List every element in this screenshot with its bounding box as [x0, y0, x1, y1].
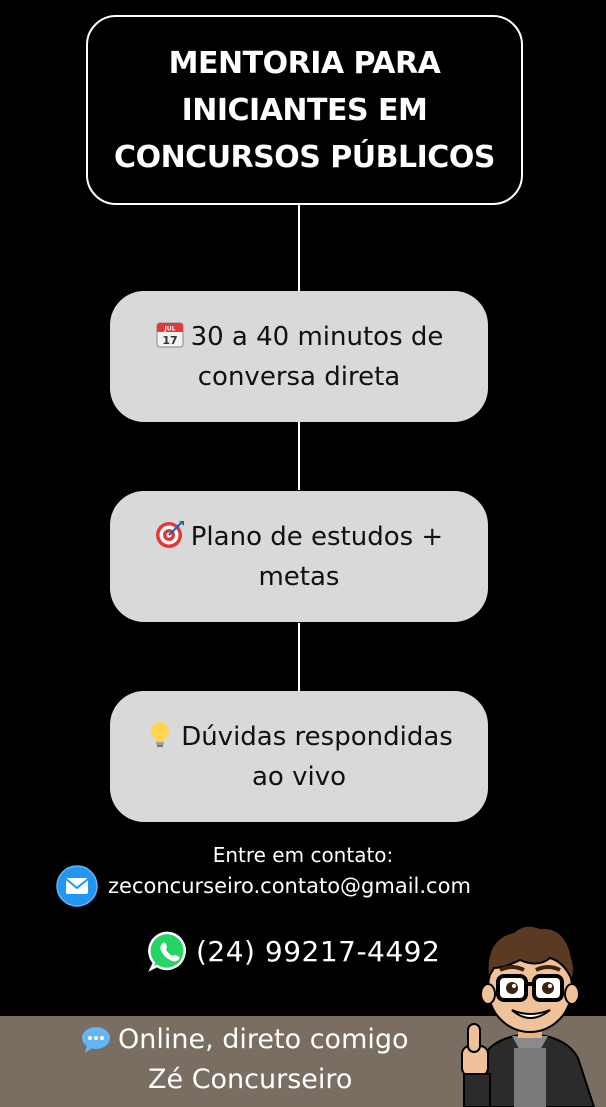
connector-line — [298, 623, 300, 691]
page-title: MENTORIA PARA INICIANTES EM CONCURSOS PÚ… — [114, 45, 495, 175]
footer-name: Zé Concurseiro — [148, 1064, 353, 1095]
mascot-illustration — [461, 924, 596, 1107]
target-icon — [155, 520, 184, 548]
whatsapp-icon — [148, 931, 186, 972]
step-box-duration: JUL 17 30 a 40 minutos de conversa diret… — [110, 291, 488, 422]
step-line-1: 30 a 40 minutos de — [190, 321, 444, 352]
email-link[interactable]: zeconcurseiro.contato@gmail.com — [108, 874, 471, 898]
phone-row[interactable]: (24) 99217-4492 — [148, 928, 440, 974]
speech-bubble-icon — [82, 1026, 110, 1053]
lightbulb-icon — [151, 721, 170, 747]
phone-number[interactable]: (24) 99217-4492 — [196, 934, 441, 968]
svg-text:17: 17 — [162, 334, 177, 347]
email-icon — [56, 865, 98, 907]
step-box-study-plan: Plano de estudos + metas — [110, 491, 488, 622]
connector-line — [298, 422, 300, 490]
title-box: MENTORIA PARA INICIANTES EM CONCURSOS PÚ… — [86, 15, 523, 205]
connector-line — [298, 205, 300, 291]
step-line-2: ao vivo — [251, 761, 346, 792]
contact-label: Entre em contato: — [212, 843, 394, 867]
footer-line-1: Online, direto comigo — [80, 1024, 409, 1055]
step-line-2: metas — [258, 561, 340, 592]
calendar-icon: JUL 17 — [156, 322, 184, 347]
email-row[interactable]: zeconcurseiro.contato@gmail.com — [56, 865, 471, 907]
step-line-1: Dúvidas respondidas — [181, 721, 453, 752]
step-line-2: conversa direta — [197, 361, 401, 392]
svg-text:JUL: JUL — [163, 325, 175, 332]
step-box-live-questions: Dúvidas respondidas ao vivo — [110, 691, 488, 822]
step-line-1: Plano de estudos + — [190, 521, 444, 552]
footer-text-online: Online, direto comigo — [118, 1024, 409, 1055]
